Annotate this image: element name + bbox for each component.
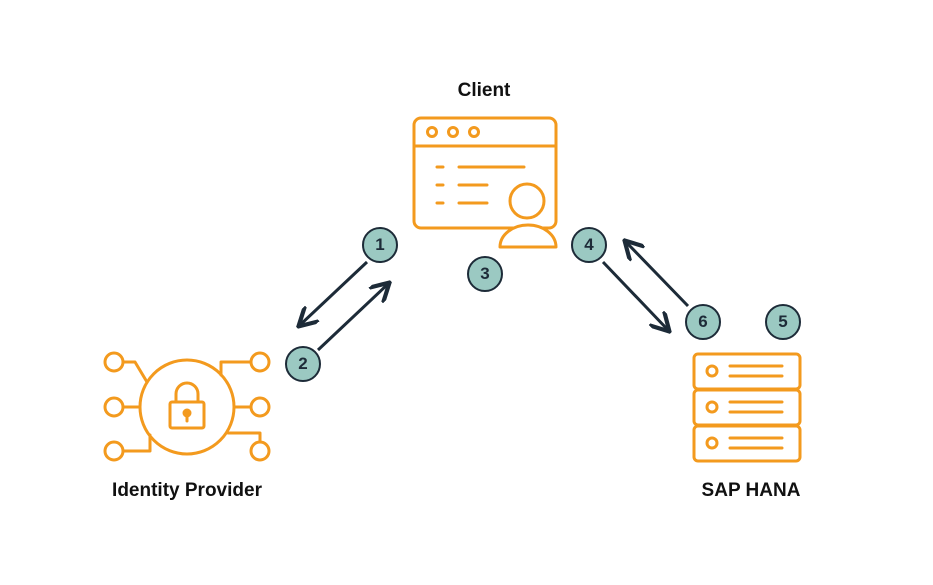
step-3-badge: 3 <box>467 256 503 292</box>
arrow-idp-to-client <box>316 284 388 352</box>
arrow-hana-to-client <box>626 242 690 308</box>
identity-provider-label: Identity Provider <box>112 480 262 501</box>
step-6-badge: 6 <box>685 304 721 340</box>
step-4-badge: 4 <box>571 227 607 263</box>
step-5-badge: 5 <box>765 304 801 340</box>
client-label: Client <box>457 80 511 101</box>
client-icon <box>412 116 558 249</box>
sap-hana-icon <box>692 352 802 463</box>
step-2-badge: 2 <box>285 346 321 382</box>
arrow-client-to-hana <box>601 260 668 330</box>
sap-hana-label: SAP HANA <box>701 480 801 501</box>
step-1-badge: 1 <box>362 227 398 263</box>
identity-provider-icon <box>103 351 271 462</box>
arrow-client-to-idp <box>300 260 369 325</box>
